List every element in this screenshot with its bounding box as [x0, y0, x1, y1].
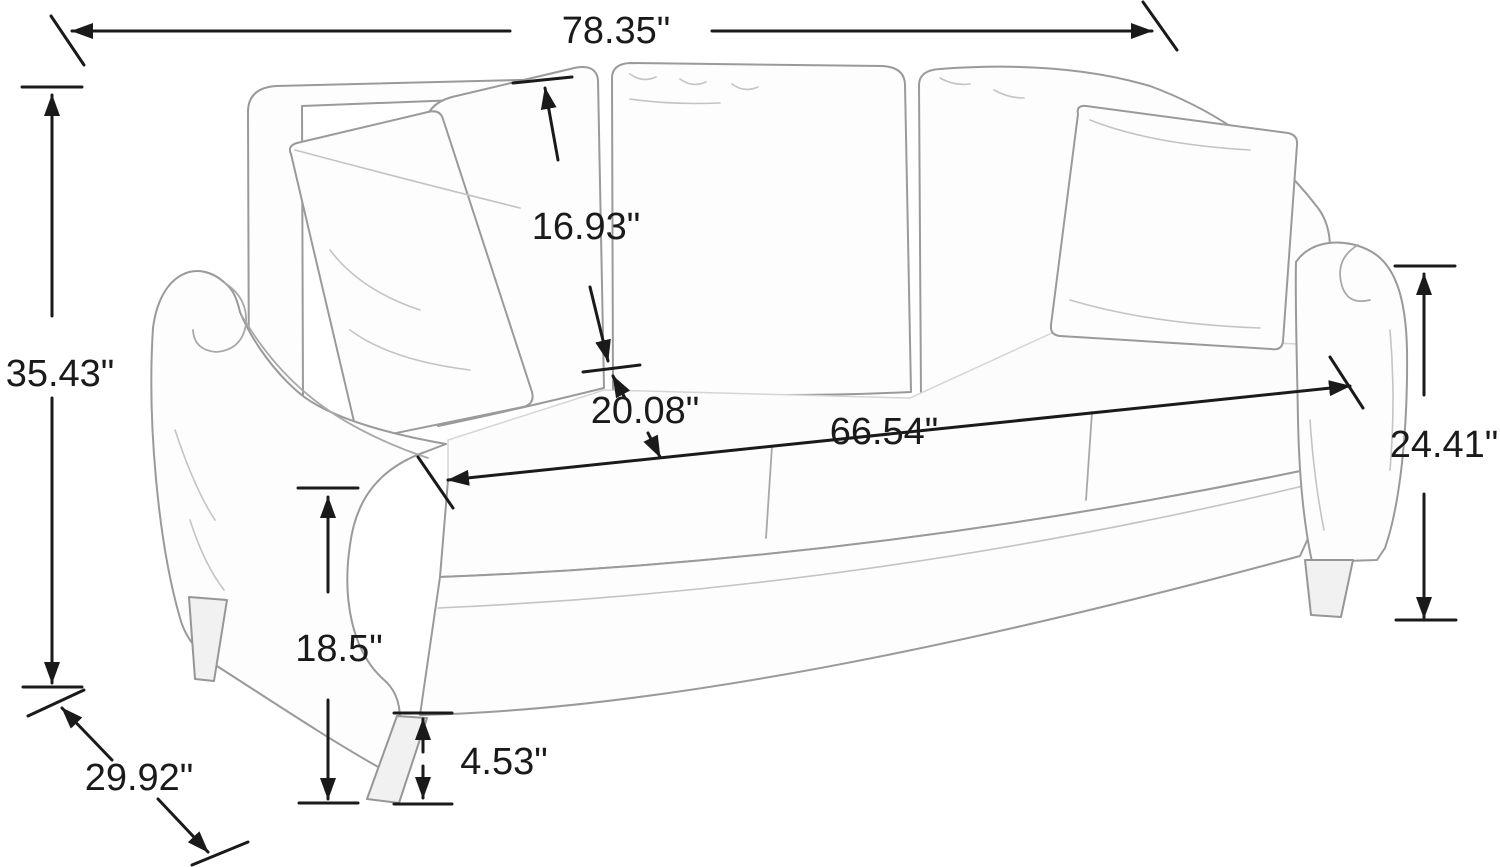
dim-label-seat-height: 18.5": [295, 628, 383, 670]
sofa-left-arm: [150, 270, 447, 772]
throw-pillow-right-crease: [1069, 119, 1261, 329]
dimension-lines: [20, 0, 1458, 867]
dim-seat-height: [296, 486, 360, 805]
dim-label-arm-height: 24.41": [1389, 424, 1499, 466]
throw-pillow-left-crease: [294, 149, 521, 371]
left-arm-roll-spiral: [192, 282, 248, 353]
dim-seat-width: [416, 355, 1365, 510]
dim-leg-height: [392, 711, 454, 806]
dim-label-overall-width: 78.35": [561, 10, 671, 52]
right-arm-roll-spiral: [1339, 244, 1371, 303]
base-seam: [437, 477, 1337, 609]
left-arm-wrinkles: [174, 429, 225, 591]
dim-overall-width: [49, 0, 1179, 67]
throw-pillow-right: [1049, 104, 1299, 351]
dim-overall-height: [20, 85, 86, 718]
sofa-leg-back-left: [188, 596, 228, 682]
dim-label-seat-width: 66.54": [829, 411, 939, 453]
dim-label-leg-height: 4.53": [460, 741, 548, 783]
sofa-sketch: [150, 62, 1409, 804]
dim-back-cushion-height: [511, 75, 642, 374]
dim-label-back-cushion-height: 16.93": [531, 206, 641, 248]
dim-arm-height: [1393, 264, 1458, 622]
dim-label-overall-depth: 29.92": [84, 757, 194, 799]
back-cushion-middle: [611, 62, 912, 397]
sofa-leg-front-right: [1304, 559, 1354, 618]
sofa-right-arm: [1294, 241, 1409, 563]
cushion-wrinkles: [629, 73, 1025, 105]
dim-overall-depth: [60, 706, 250, 867]
dim-label-overall-height: 35.43": [5, 353, 115, 395]
dim-label-seat-depth: 20.08": [590, 390, 700, 432]
left-arm-inner-edge: [241, 315, 429, 459]
